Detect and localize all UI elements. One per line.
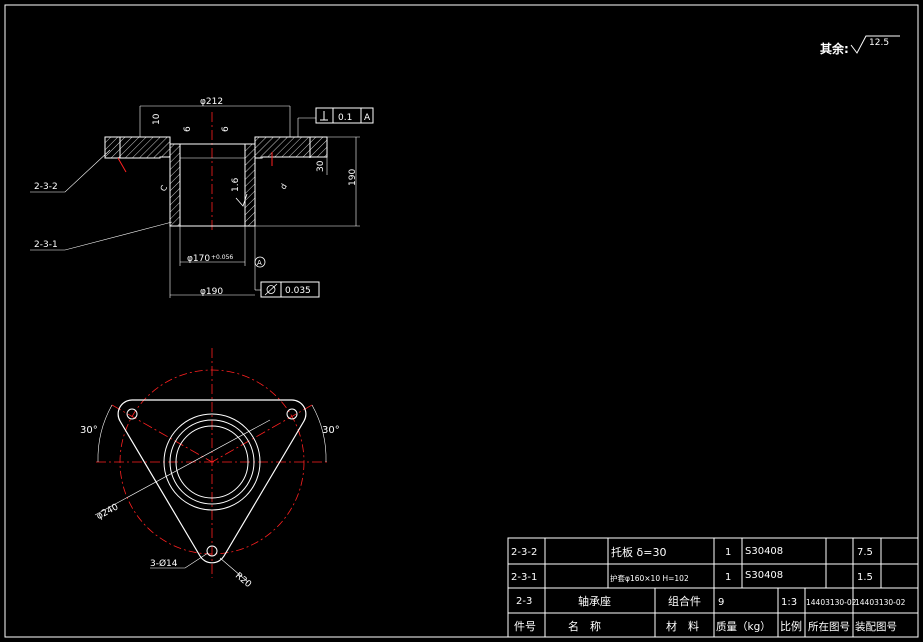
header-assembly: 装配图号 — [855, 620, 897, 633]
cylindricity-icon — [266, 285, 276, 294]
roughness-bore: 1.6 — [231, 177, 241, 192]
leader-upper — [30, 149, 111, 193]
header-name: 名 称 — [568, 619, 601, 633]
assembly-scale: 1:3 — [781, 597, 797, 608]
bolt-hole-bottom — [206, 545, 218, 557]
surface-roughness-note: 其余: 12.5 — [820, 35, 900, 56]
dim-flat-30: 30 — [316, 160, 326, 172]
plan-diagonal-left — [111, 404, 213, 463]
circ-value: 0.035 — [285, 286, 311, 296]
circularity-frame: 0.035 — [255, 281, 320, 298]
section-view: φ212 10 6 6 30 190 0.1 A 1.6 C d — [30, 97, 374, 298]
section-mark-left — [117, 157, 127, 173]
roughness-bore-icon — [235, 193, 248, 207]
leader-lower — [30, 221, 173, 251]
datum-label: A — [257, 259, 262, 267]
dim-height: 190 — [348, 169, 358, 186]
sleeve-left-wall — [169, 143, 181, 227]
leader-upper-label: 2-3-2 — [34, 182, 58, 192]
header-scale: 比例 — [780, 619, 802, 633]
header-drawing: 所在图号 — [808, 621, 850, 633]
flange-left-section — [104, 136, 171, 159]
row1-material: S30408 — [745, 546, 783, 557]
plan-diagonal-right — [211, 404, 313, 463]
flange-right-section — [254, 136, 328, 159]
header-part-no: 件号 — [514, 620, 536, 633]
leader-radius — [219, 557, 249, 583]
dim-bolt-circle-line — [94, 419, 271, 516]
datum-circle-icon — [254, 256, 266, 268]
roughness-side: d — [279, 182, 289, 191]
roughness-note-prefix: 其余: — [820, 41, 849, 56]
sleeve-outer-circle — [163, 413, 261, 511]
dim-bolt-circle: φ240 — [95, 502, 120, 522]
plan-view: φ240 30° 30° 3-Ø14 R20 — [80, 348, 340, 590]
angle-arc-left — [97, 404, 113, 463]
bolt-hole-right — [286, 408, 298, 420]
dim-bore-dia: φ170 — [187, 254, 210, 264]
row2-material: S30408 — [745, 570, 783, 581]
sleeve-mid-circle — [169, 419, 255, 505]
chamfer-label: C — [159, 183, 170, 193]
dim-wall-b: 6 — [221, 126, 231, 132]
roughness-symbol-icon — [850, 35, 900, 54]
angle-right: 30° — [322, 425, 340, 436]
dim-bore-tol: +0.056 — [211, 254, 233, 261]
assembly-name: 轴承座 — [578, 594, 611, 608]
assembly-assembly-no: 14403130-02 — [855, 598, 906, 607]
angle-left: 30° — [80, 425, 98, 436]
header-weight: 质量（kg） — [716, 621, 771, 633]
assembly-drawing-no: 14403130-02 — [806, 598, 857, 607]
header-material: 材 料 — [666, 619, 699, 633]
triangular-plate — [117, 399, 307, 564]
row1-qty: 1 — [725, 547, 731, 558]
dim-flange-dia: φ212 — [200, 97, 223, 107]
dim-wall-a: 6 — [183, 126, 193, 132]
sleeve-right-wall — [244, 143, 256, 227]
leader-lower-label: 2-3-1 — [34, 240, 58, 250]
row2-name: 护套φ160×10 H=102 — [610, 573, 689, 583]
roughness-note-value: 12.5 — [869, 38, 889, 48]
perp-value: 0.1 — [338, 113, 352, 123]
drawing-border — [4, 4, 919, 638]
title-block: 2-3-2 托板 δ=30 1 S30408 7.5 2-3-1 护套φ160×… — [507, 537, 919, 638]
assembly-qty: 9 — [718, 597, 724, 608]
dim-flange-thk: 10 — [152, 113, 162, 125]
row1-code: 2-3-2 — [511, 547, 537, 558]
dim-outer-dia: φ190 — [200, 287, 223, 297]
row2-weight: 1.5 — [857, 572, 873, 583]
radius-callout: R20 — [233, 571, 253, 590]
row1-weight: 7.5 — [857, 547, 873, 558]
holes-callout: 3-Ø14 — [150, 558, 178, 569]
perpendicularity-frame: 0.1 A — [297, 107, 374, 137]
row2-qty: 1 — [725, 572, 731, 583]
angle-arc-right — [311, 404, 327, 463]
bolt-hole-left — [126, 408, 138, 420]
leader-holes — [150, 552, 209, 569]
assembly-type: 组合件 — [668, 594, 701, 608]
assembly-code: 2-3 — [516, 596, 532, 607]
sleeve-inner-circle — [175, 425, 249, 499]
perp-datum: A — [364, 113, 371, 123]
row1-name: 托板 δ=30 — [611, 545, 666, 559]
row2-code: 2-3-1 — [511, 572, 537, 583]
